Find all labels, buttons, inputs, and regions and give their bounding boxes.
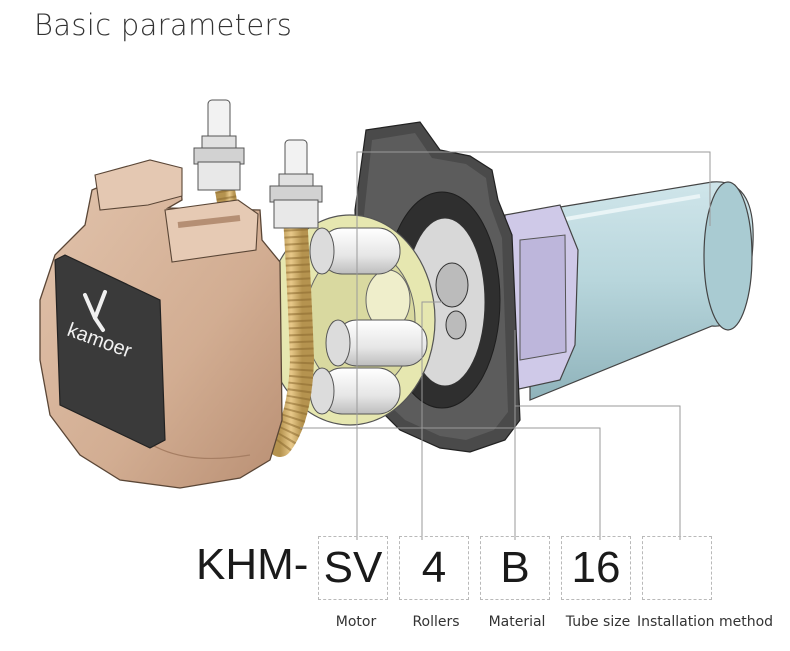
- code-box-tube-size: 16: [561, 536, 631, 600]
- caption-installation-method: Installation method: [636, 614, 774, 630]
- caption-motor: Motor: [335, 614, 377, 630]
- code-box-motor: SV: [318, 536, 388, 600]
- pump-head-shell: kamoer: [39, 159, 283, 489]
- code-box-installation-method: [642, 536, 712, 600]
- caption-rollers: Rollers: [412, 614, 460, 630]
- code-box-material: B: [480, 536, 550, 600]
- leader-lines: [300, 151, 711, 540]
- motor-body: [529, 181, 754, 401]
- rollers: [309, 227, 428, 415]
- model-prefix: KHM-: [196, 540, 309, 589]
- code-box-rollers: 4: [399, 536, 469, 600]
- tube-fitting-right: [269, 139, 323, 229]
- caption-tube-size: Tube size: [565, 614, 631, 630]
- page-title: Basic parameters: [34, 8, 293, 42]
- gearbox: [504, 204, 579, 393]
- tube-fitting-left: [193, 99, 245, 191]
- caption-material: Material: [488, 614, 546, 630]
